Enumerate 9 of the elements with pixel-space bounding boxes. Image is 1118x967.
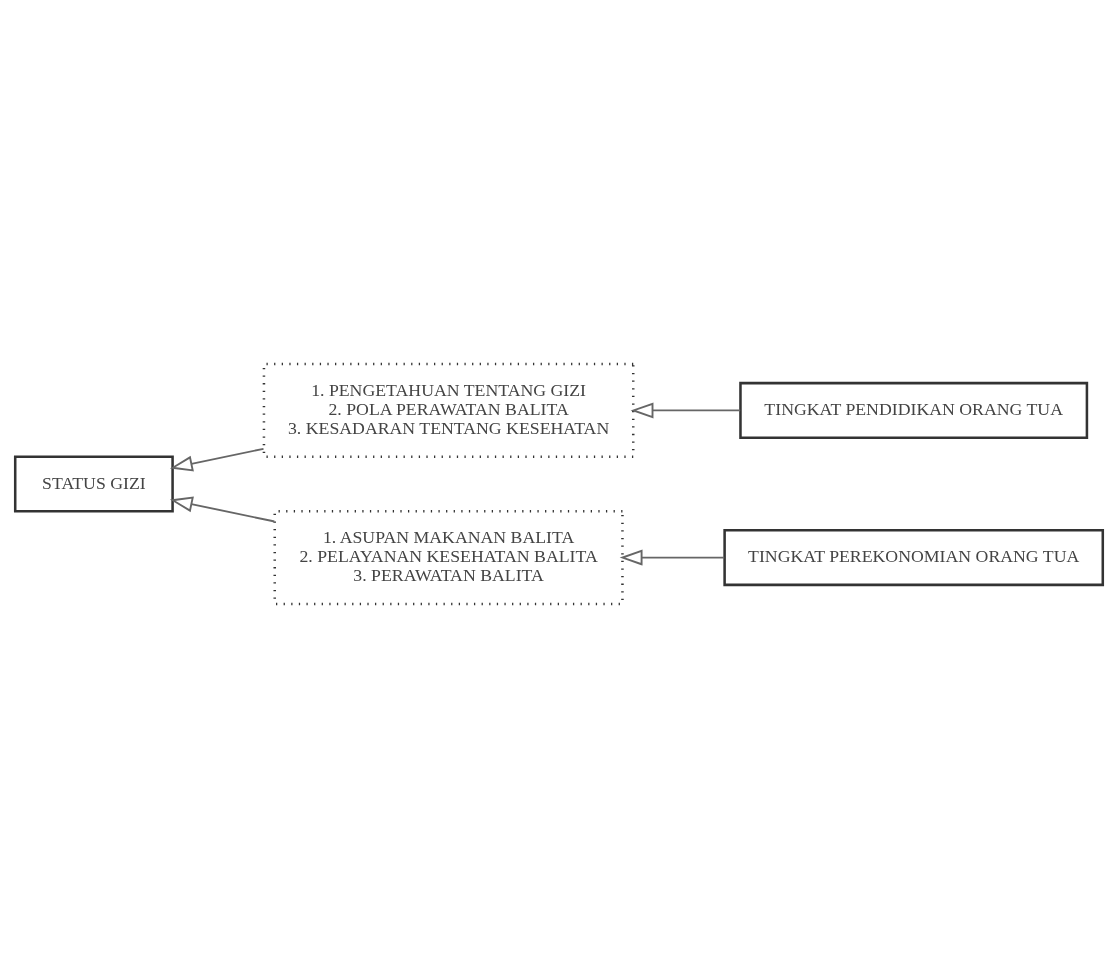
arrow [619, 549, 726, 566]
node-box: TINGKAT PEREKONOMIAN ORANG TUA [723, 528, 1105, 586]
arrow [169, 447, 265, 472]
node-box: STATUS GIZI [13, 454, 174, 513]
node-box: 1. PENGETAHUAN TENTANG GIZI 2. POLA PERAWATAN BALITA 3. KESADARAN TENTANG KESEHATAN [262, 362, 635, 458]
arrow [630, 401, 742, 418]
node-box: TINGKAT PENDIDIKAN ORANG TUA [739, 381, 1089, 439]
arrow [169, 495, 276, 522]
node-box: 1. ASUPAN MAKANAN BALITA 2. PELAYANAN KESEHATAN BALITA 3. PERAWATAN BALITA [273, 509, 624, 605]
